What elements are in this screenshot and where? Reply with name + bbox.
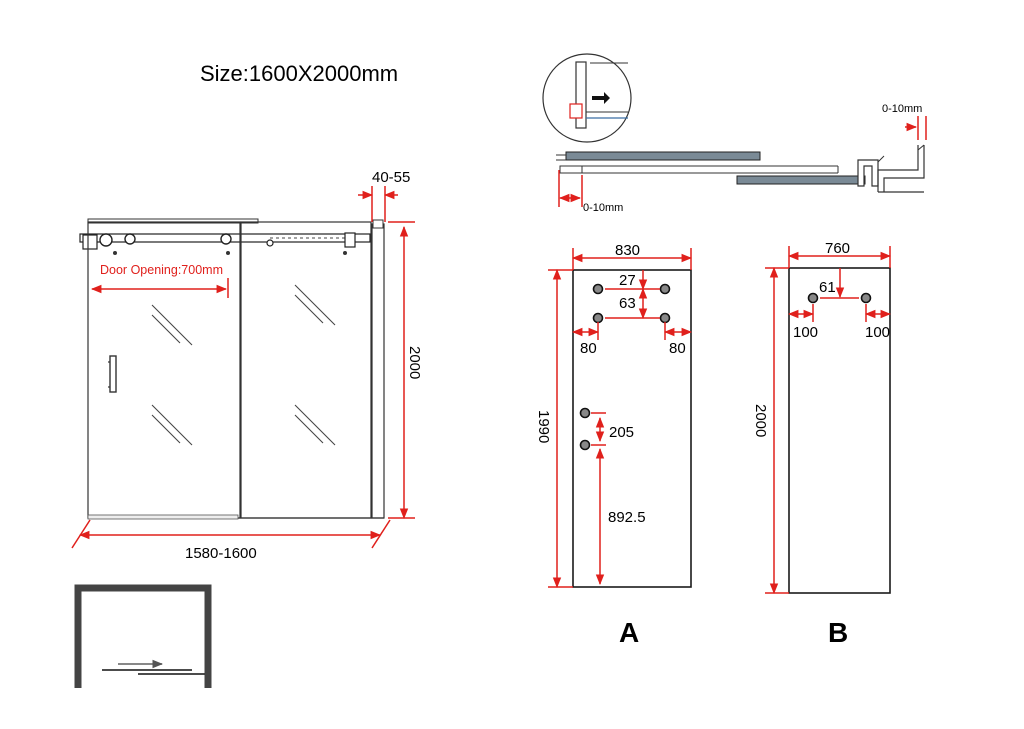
- wall-profile: [371, 223, 385, 519]
- drawing-title: Size:1600X2000mm: [200, 61, 398, 86]
- panel-a: 830 1990 27 63 80 80 205: [535, 242, 693, 648]
- adjust-right-label: 0-10mm: [882, 103, 922, 115]
- panel-a-outline: [572, 269, 692, 588]
- glass-panel: [736, 175, 866, 185]
- enclosure-outline: [74, 584, 212, 688]
- glass-reflection: [151, 284, 336, 446]
- rail-bracket: [344, 232, 356, 248]
- panel-a-width-label: 830: [615, 242, 640, 259]
- adjust-left-label: 0-10mm: [583, 202, 623, 214]
- height-label: 2000: [406, 346, 423, 379]
- plan-view: [74, 584, 212, 688]
- panel-b: 760 2000 61 100 100 B: [752, 240, 892, 648]
- panel-a-edge-right-label: 80: [669, 340, 686, 357]
- front-view: Door Opening:700mm 1580-1600 2000 40-55: [71, 169, 423, 562]
- roller: [124, 233, 136, 245]
- panel-a-top-offset-label: 27: [619, 272, 636, 289]
- panel-a-holes: [579, 283, 671, 451]
- panel-b-label: B: [828, 617, 848, 648]
- roller: [220, 233, 232, 245]
- top-section-view: 0-10mm 0-10mm: [542, 53, 927, 214]
- panel-b-outline: [788, 267, 891, 594]
- panel-a-hole-spacing-label: 63: [619, 295, 636, 312]
- panel-b-height-label: 2000: [752, 404, 769, 437]
- panel-a-edge-left-label: 80: [580, 340, 597, 357]
- glass-panel: [565, 151, 761, 161]
- panel-a-handle-bottom-label: 892.5: [608, 509, 646, 526]
- panel-b-width-label: 760: [825, 240, 850, 257]
- panel-b-top-offset-label: 61: [819, 279, 836, 296]
- panel-b-edge-left-label: 100: [793, 324, 818, 341]
- panel-b-edge-right-label: 100: [865, 324, 890, 341]
- panel-b-holes: [807, 292, 872, 304]
- rail-bracket: [82, 234, 98, 250]
- panel-a-label: A: [619, 617, 639, 648]
- roller: [266, 239, 274, 247]
- panel-a-handle-spacing-label: 205: [609, 424, 634, 441]
- top-rail: [87, 218, 259, 224]
- fixed-panel: [240, 221, 372, 519]
- panel-a-height-label: 1990: [535, 410, 552, 443]
- wall-adjust-label: 40-55: [372, 169, 410, 186]
- width-label: 1580-1600: [185, 545, 257, 562]
- door-opening-label: Door Opening:700mm: [100, 263, 223, 277]
- door-handle: [109, 355, 117, 393]
- roller: [99, 233, 113, 247]
- detail-magnifier: [542, 53, 632, 143]
- bottom-guide: [87, 514, 239, 520]
